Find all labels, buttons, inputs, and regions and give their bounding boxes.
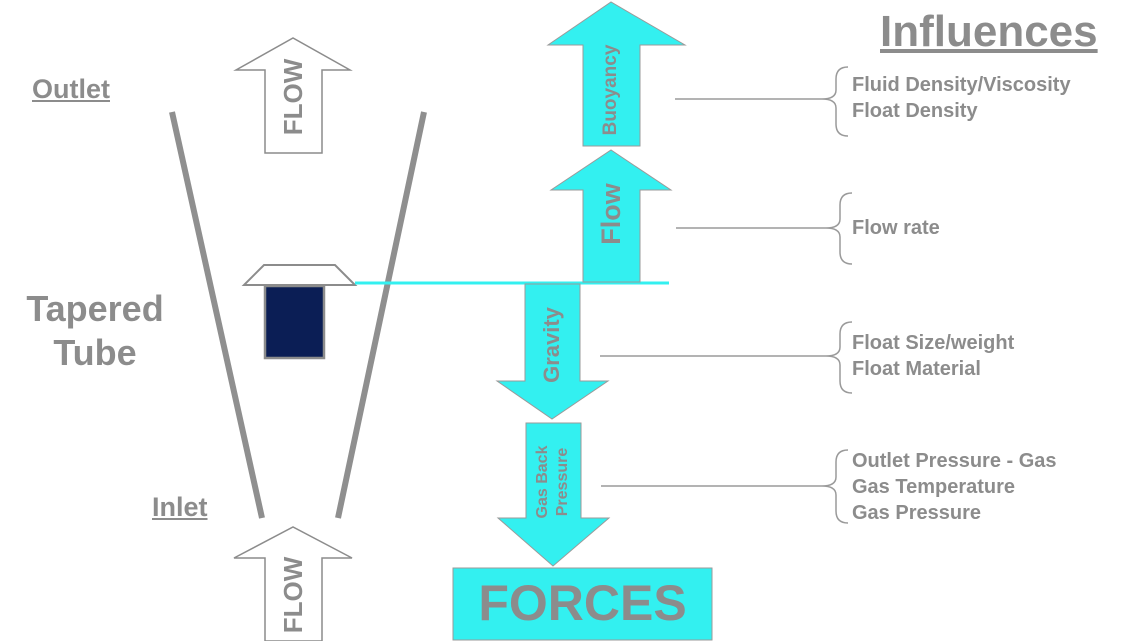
influence-item: Float Size/weight	[852, 332, 1015, 354]
gravity-influences: Float Size/weight Float Material	[852, 330, 1014, 382]
flow-brace	[825, 192, 853, 265]
gravity-arrow	[495, 283, 610, 420]
outlet-label: Outlet	[32, 74, 110, 104]
forces-label: FORCES	[478, 575, 687, 631]
gas-back-pressure-arrow	[496, 422, 611, 567]
outlet-flow-arrow	[233, 37, 353, 154]
gas-back-pressure-arrow-label: Gas Back Pressure	[533, 427, 573, 537]
gas-back-label-line1: Gas Back	[534, 445, 551, 519]
buoyancy-arrow-label: Buoyancy	[600, 44, 621, 136]
influence-item: Flow rate	[852, 217, 940, 239]
flow-force-arrow-label: Flow	[596, 183, 626, 245]
gravity-arrow-label: Gravity	[539, 307, 564, 383]
tapered-tube-label: Tapered Tube	[26, 288, 164, 373]
flow-force-arrow	[549, 149, 673, 283]
buoyancy-brace	[821, 66, 849, 137]
gas-back-label-line2: Pressure	[554, 447, 571, 517]
tube-right-wall	[335, 111, 427, 519]
influence-item: Float Density	[852, 100, 978, 122]
influence-item: Outlet Pressure - Gas	[852, 450, 1057, 472]
influences-heading: Influences	[880, 7, 1098, 56]
float-cap	[241, 264, 358, 286]
gas-back-pressure-influences: Outlet Pressure - Gas Gas Temperature Ga…	[852, 448, 1057, 526]
inlet-flow-arrow-label: FLOW	[278, 556, 308, 634]
influence-item: Fluid Density/Viscosity	[852, 74, 1071, 96]
influence-item: Float Material	[852, 358, 981, 380]
buoyancy-arrow	[546, 1, 687, 147]
inlet-label: Inlet	[152, 492, 208, 522]
influence-item: Gas Pressure	[852, 502, 981, 524]
flow-influences: Flow rate	[852, 215, 940, 241]
outlet-flow-arrow-label: FLOW	[278, 58, 308, 136]
gas-brace	[821, 449, 849, 524]
tube-left-wall	[169, 111, 265, 519]
float-body	[263, 284, 326, 360]
gravity-brace	[825, 321, 853, 394]
inlet-flow-arrow	[233, 526, 353, 641]
buoyancy-influences: Fluid Density/Viscosity Float Density	[852, 72, 1071, 124]
forces-box	[452, 567, 713, 641]
influence-item: Gas Temperature	[852, 476, 1016, 498]
